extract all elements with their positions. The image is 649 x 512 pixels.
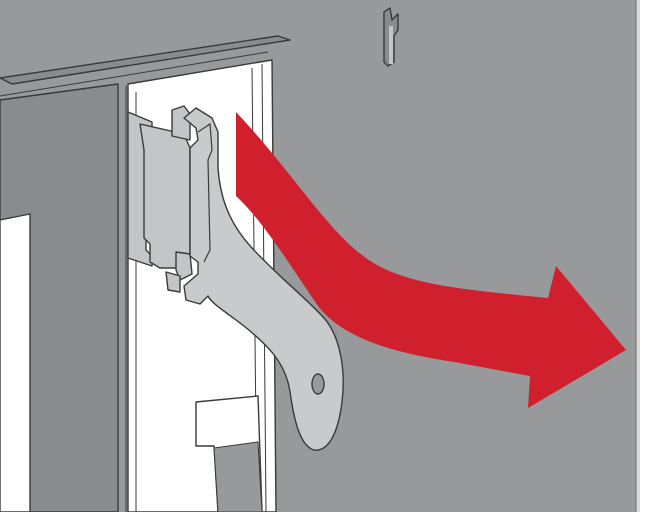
hinge-illustration <box>0 0 649 512</box>
